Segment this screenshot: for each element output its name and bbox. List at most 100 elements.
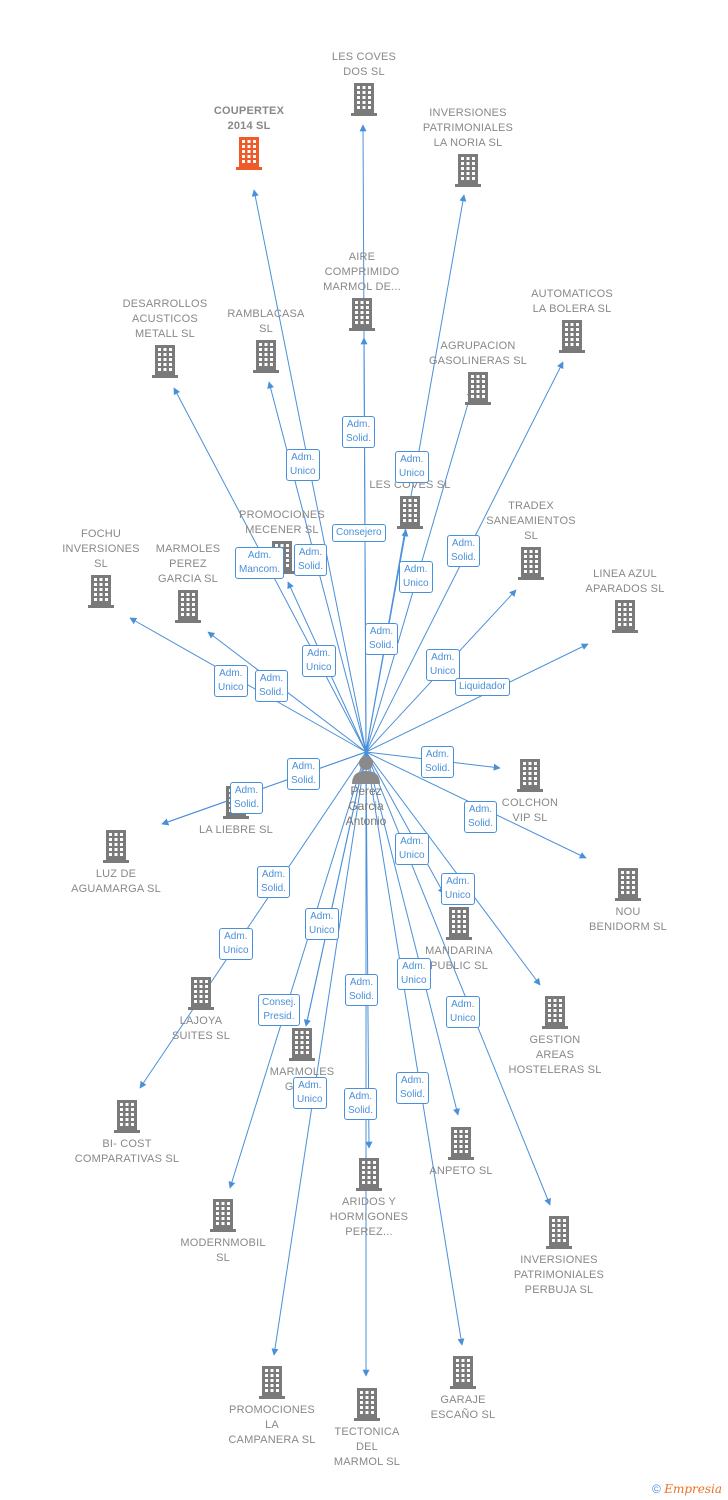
relation-role-line: Unico bbox=[399, 850, 425, 861]
center-person[interactable]: Perez Garcia Antonio bbox=[326, 754, 406, 829]
company-name-line: LAJOYA bbox=[179, 1015, 223, 1027]
relation-role-line: Adm. bbox=[310, 911, 334, 922]
footer-brand[interactable]: © Empresia bbox=[652, 1482, 722, 1496]
relation-role-line: Consej. bbox=[262, 997, 296, 1008]
company-name-line: GESTION bbox=[529, 1034, 581, 1046]
relation-role-line: Adm. bbox=[259, 673, 284, 684]
relation-role-line: Unico bbox=[445, 890, 471, 901]
relation-label[interactable]: Adm.Solid. bbox=[255, 670, 289, 702]
relation-role-line: Solid. bbox=[369, 640, 395, 651]
relation-label[interactable]: Adm.Unico bbox=[399, 561, 433, 593]
brand-logo: Empresia bbox=[664, 1482, 722, 1496]
company-name-line: PATRIMONIALES bbox=[422, 122, 514, 134]
relation-role-line: Liquidador bbox=[459, 681, 506, 692]
company-les-coves[interactable]: LES COVES SL bbox=[340, 478, 480, 529]
building-icon bbox=[559, 320, 585, 353]
relation-label[interactable]: Adm.Unico bbox=[219, 928, 253, 960]
relation-label[interactable]: Adm.Unico bbox=[426, 649, 460, 681]
building-icon bbox=[88, 575, 114, 608]
company-name-line: COMPRIMIDO bbox=[324, 266, 400, 278]
relation-role-line: Adm. bbox=[400, 1075, 425, 1086]
relation-label[interactable]: Adm.Unico bbox=[395, 451, 429, 483]
relation-label[interactable]: Adm.Solid. bbox=[464, 801, 498, 833]
company-name-line: GASOLINERAS SL bbox=[428, 355, 528, 367]
building-icon bbox=[354, 1388, 380, 1421]
relation-label[interactable]: Adm.Unico bbox=[395, 833, 429, 865]
company-name-line: ANPETO SL bbox=[429, 1165, 493, 1177]
relation-label[interactable]: Adm.Unico bbox=[305, 908, 339, 940]
relation-role-line: Adm. bbox=[451, 999, 475, 1010]
relation-label[interactable]: Adm.Unico bbox=[441, 873, 475, 905]
relation-label[interactable]: Adm.Solid. bbox=[342, 416, 376, 448]
building-icon bbox=[351, 83, 377, 116]
relation-label[interactable]: Adm.Unico bbox=[214, 665, 248, 697]
relation-label[interactable]: Adm.Solid. bbox=[294, 544, 328, 576]
relation-label[interactable]: Adm. Unico bbox=[446, 996, 480, 1028]
relation-label[interactable]: Adm.Solid. bbox=[287, 758, 321, 790]
building-icon bbox=[289, 1028, 315, 1061]
relation-label[interactable]: Adm.Mancom. bbox=[235, 547, 285, 579]
company-name-line: SANEAMIENTOS bbox=[486, 515, 576, 527]
relation-label[interactable]: Consejero bbox=[332, 524, 386, 542]
relation-label[interactable]: Adm.Unico bbox=[293, 1077, 327, 1109]
relation-label[interactable]: Adm.Solid. bbox=[421, 746, 455, 778]
relation-label[interactable]: Liquidador bbox=[455, 678, 510, 696]
relation-label[interactable]: Adm.Solid. bbox=[230, 782, 264, 814]
company-name-line: LUZ DE bbox=[95, 868, 137, 880]
relation-role-line: Adm. bbox=[404, 564, 428, 575]
relation-role-line: Solid. bbox=[349, 991, 375, 1002]
relation-label[interactable]: Adm.Solid. bbox=[344, 1088, 378, 1120]
company-name-line: PUBLIC SL bbox=[429, 960, 489, 972]
company-name-line: MECENER SL bbox=[245, 524, 319, 536]
relation-label[interactable]: Adm.Solid. bbox=[396, 1072, 430, 1104]
building-icon bbox=[356, 1158, 382, 1191]
company-name-line: APARADOS SL bbox=[585, 583, 665, 595]
relation-label[interactable]: Adm.Solid. bbox=[365, 623, 399, 655]
company-name-line: LA LIEBRE SL bbox=[199, 824, 273, 836]
relation-role-line: Unico bbox=[450, 1013, 476, 1024]
person-name-line: Antonio bbox=[345, 814, 387, 828]
company-name-line: ARIDOS Y bbox=[342, 1196, 396, 1208]
relation-line bbox=[365, 751, 460, 1116]
relation-label[interactable]: Adm.Solid. bbox=[345, 974, 379, 1006]
relation-role-line: Solid. bbox=[468, 818, 494, 829]
relation-role-line: Adm. bbox=[224, 931, 248, 942]
company-name-line: SL bbox=[94, 558, 108, 570]
company-anpeto[interactable]: ANPETO SL bbox=[391, 1124, 531, 1179]
relation-label[interactable]: Consej.Presid. bbox=[258, 994, 300, 1026]
relation-line bbox=[139, 751, 367, 1089]
relation-label[interactable]: Adm.Unico bbox=[302, 645, 336, 677]
relation-label[interactable]: Adm.Solid. bbox=[257, 866, 291, 898]
relation-label[interactable]: Adm.Solid. bbox=[447, 535, 481, 567]
company-name-line: LA bbox=[265, 1419, 279, 1431]
building-icon bbox=[253, 340, 279, 373]
relation-label[interactable]: Adm.Unico bbox=[397, 958, 431, 990]
building-icon bbox=[210, 1199, 236, 1232]
relation-label[interactable]: Adm.Unico bbox=[286, 449, 320, 481]
